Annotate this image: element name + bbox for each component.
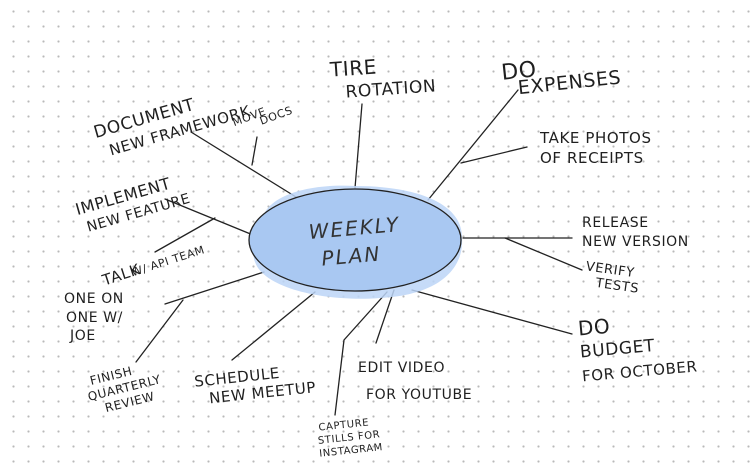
line-verify bbox=[504, 237, 583, 271]
release-line1: RELEASE bbox=[582, 215, 649, 231]
branch-do-expenses: DO EXPENSES bbox=[500, 57, 622, 99]
verify-line2: TESTS bbox=[594, 276, 640, 297]
branch-move-docs: MOVE DOCS bbox=[231, 104, 295, 129]
take-photos-line2: OF RECEIPTS bbox=[540, 149, 644, 167]
line-do-budget bbox=[411, 289, 573, 335]
center-node: WEEKLY PLAN bbox=[248, 185, 463, 299]
branch-capture: CAPTURE STILLS FOR INSTAGRAM bbox=[317, 417, 383, 459]
edit-video-line2: FOR YOUTUBE bbox=[366, 387, 472, 403]
branch-do-budget: DO BUDGET FOR OCTOBER bbox=[577, 314, 698, 386]
center-ellipse bbox=[248, 188, 462, 292]
take-photos-line1: TAKE PHOTOS bbox=[539, 129, 652, 147]
line-move-docs bbox=[251, 136, 258, 166]
line-tire-rotation bbox=[354, 103, 363, 189]
branch-document: DOCUMENT NEW FRAMEWORK bbox=[91, 95, 253, 159]
branch-talk: TALK W/ API TEAM bbox=[99, 243, 207, 289]
tire-rotation-line1: TIRE bbox=[328, 54, 378, 81]
line-edit-video bbox=[375, 289, 395, 344]
line-take-photos bbox=[460, 146, 528, 164]
do-budget-line3: FOR OCTOBER bbox=[581, 357, 698, 385]
line-one-on-one bbox=[164, 271, 265, 305]
do-budget-line2: BUDGET bbox=[579, 336, 656, 362]
one-on-one-line2: ONE W/ bbox=[66, 310, 123, 326]
do-budget-line1: DO bbox=[577, 314, 611, 341]
one-on-one-line3: JOE bbox=[69, 328, 96, 344]
line-document bbox=[190, 131, 297, 198]
edit-video-line1: EDIT VIDEO bbox=[358, 360, 445, 376]
verify-line1: VERIFY bbox=[585, 259, 636, 281]
line-finish bbox=[135, 299, 184, 363]
branch-implement: IMPLEMENT NEW FEATURE bbox=[73, 174, 192, 236]
line-implement bbox=[164, 198, 254, 236]
branch-tire-rotation: TIRE ROTATION bbox=[328, 54, 437, 102]
line-do-expenses bbox=[427, 89, 519, 201]
branch-finish: FINISH QUARTERLY REVIEW bbox=[86, 364, 162, 415]
center-line2: PLAN bbox=[321, 241, 383, 270]
branch-one-on-one: ONE ON ONE W/ JOE bbox=[64, 291, 124, 344]
line-capture bbox=[334, 291, 388, 416]
branch-schedule: SCHEDULE NEW MEETUP bbox=[193, 364, 316, 407]
do-expenses-line1: DO bbox=[500, 57, 538, 86]
release-line2: NEW VERSION bbox=[582, 234, 689, 250]
talk-line2: W/ API TEAM bbox=[130, 243, 207, 279]
tire-rotation-line2: ROTATION bbox=[345, 76, 437, 102]
branch-verify: VERIFY TESTS bbox=[585, 259, 640, 297]
capture-line1: CAPTURE bbox=[318, 417, 370, 433]
branch-release: RELEASE NEW VERSION bbox=[582, 215, 689, 250]
line-talk bbox=[154, 217, 216, 253]
branch-take-photos: TAKE PHOTOS OF RECEIPTS bbox=[539, 129, 652, 167]
connector-lines bbox=[135, 89, 583, 416]
one-on-one-line1: ONE ON bbox=[64, 291, 124, 307]
line-schedule bbox=[231, 291, 316, 361]
branch-edit-video: EDIT VIDEO FOR YOUTUBE bbox=[358, 360, 472, 403]
